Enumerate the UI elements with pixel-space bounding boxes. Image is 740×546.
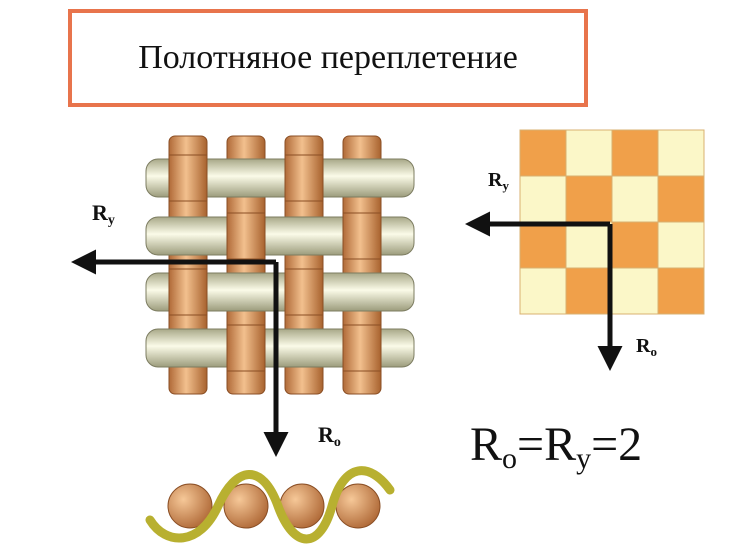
grid-cell xyxy=(565,267,613,315)
warp-crossing xyxy=(342,212,382,260)
grid-cell xyxy=(519,221,567,269)
grid-cell xyxy=(611,175,659,223)
page-title: Полотняное переплетение xyxy=(138,39,518,76)
weave-ry-label: Rу xyxy=(92,200,115,228)
grid-cell xyxy=(565,175,613,223)
warp-crossing xyxy=(226,324,266,372)
warp-section xyxy=(167,483,213,529)
grid-cell xyxy=(657,221,705,269)
warp-section xyxy=(223,483,269,529)
grid-cell xyxy=(611,267,659,315)
warp-section xyxy=(335,483,381,529)
repeat-formula: Rо=Rу=2 xyxy=(470,418,642,475)
grid-cell xyxy=(565,221,613,269)
warp-crossing xyxy=(284,154,324,202)
grid-ro-label: Rо xyxy=(636,335,657,359)
grid-cell xyxy=(611,221,659,269)
weft-thread xyxy=(145,272,415,312)
title-box: Полотняное переплетение xyxy=(68,9,588,107)
grid-cell xyxy=(519,129,567,177)
grid-cell xyxy=(611,129,659,177)
grid-cell xyxy=(519,175,567,223)
warp-crossing xyxy=(168,268,208,316)
warp-crossing xyxy=(168,154,208,202)
warp-overlays xyxy=(168,154,382,372)
grid-cell xyxy=(657,129,705,177)
grid-cell xyxy=(565,129,613,177)
grid-ry-label: Rу xyxy=(488,169,509,193)
weave-cross-section xyxy=(145,466,395,544)
grid-cell xyxy=(519,267,567,315)
warp-crossing xyxy=(226,212,266,260)
weave-ro-label: Rо xyxy=(318,422,341,450)
weft-thread xyxy=(145,158,415,198)
warp-crossing xyxy=(284,268,324,316)
grid-cell xyxy=(657,267,705,315)
warp-crossing xyxy=(342,324,382,372)
weave-grid xyxy=(519,129,705,315)
grid-cell xyxy=(657,175,705,223)
